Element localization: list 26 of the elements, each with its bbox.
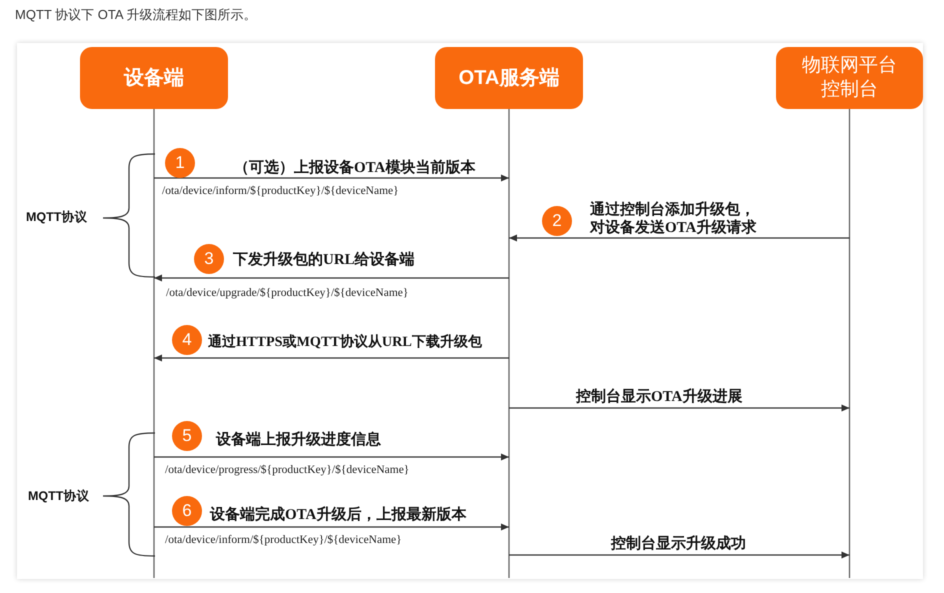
- participant-name: OTA服务端: [458, 66, 560, 90]
- message-label: （可选）上报设备OTA模块当前版本: [234, 159, 476, 177]
- protocol-label: MQTT协议: [26, 210, 88, 225]
- topic-path: /ota/device/progress/${productKey}/${deviceName}: [165, 463, 410, 477]
- message-arrow: [154, 174, 509, 182]
- topic-path: /ota/device/inform/${productKey}/${deviceName}: [165, 533, 402, 547]
- participant-name: 物联网平台控制台: [801, 54, 898, 102]
- message-arrow: [509, 552, 850, 558]
- title-text: MQTT 协议下 OTA 升级流程如下图所示。: [15, 7, 256, 23]
- message-arrow: [509, 234, 850, 242]
- topic-path: /ota/device/inform/${productKey}/${deviceName}: [162, 184, 399, 198]
- message-label: 通过HTTPS或MQTT协议从URL下载升级包: [208, 333, 482, 351]
- protocol-label: MQTT协议: [28, 489, 90, 504]
- message-label: 设备端完成OTA升级后，上报最新版本: [210, 506, 466, 524]
- topic-path: /ota/device/upgrade/${productKey}/${deviceName}: [166, 286, 408, 300]
- message-arrow: [154, 354, 509, 362]
- message-arrow: [154, 454, 509, 460]
- message-label: 下发升级包的URL给设备端: [233, 251, 415, 269]
- message-arrow: [154, 274, 509, 282]
- message-arrow: [154, 524, 509, 530]
- message-label: 设备端上报升级进度信息: [216, 431, 381, 449]
- participant-name: 设备端: [124, 66, 184, 90]
- message-label: 通过控制台添加升级包，对设备发送OTA升级请求: [590, 201, 758, 237]
- message-label: 控制台显示OTA升级进展: [576, 388, 742, 406]
- message-label: 控制台显示升级成功: [611, 535, 746, 553]
- message-arrow: [509, 404, 850, 412]
